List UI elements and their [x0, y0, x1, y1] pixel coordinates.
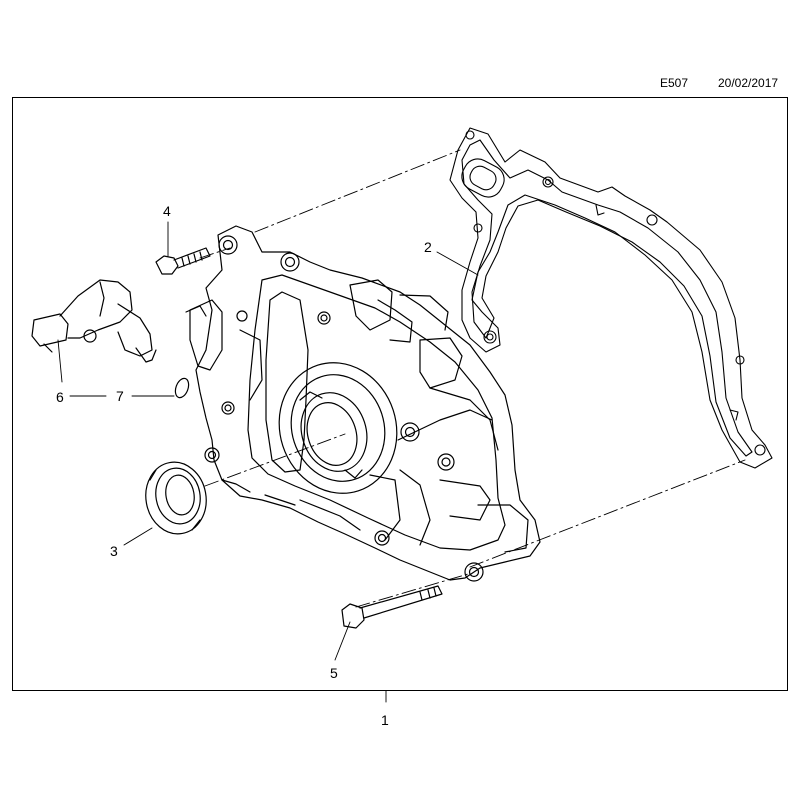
diagram-code: E507 [660, 76, 689, 90]
callout-6: 6 [56, 389, 64, 405]
callout-labels: 1 2 3 4 5 6 7 [56, 203, 432, 728]
bolt-part-5 [341, 585, 443, 629]
crankshaft-seal-part [145, 461, 207, 535]
callout-3: 3 [110, 543, 118, 559]
front-cover-body [185, 225, 541, 582]
bolt-part-4 [155, 247, 211, 275]
solenoid-sensor-part [31, 279, 157, 363]
diagram-date: 20/02/2017 [718, 76, 779, 90]
callout-7: 7 [116, 388, 124, 404]
callout-4: 4 [163, 203, 171, 219]
leader-lines [57, 221, 479, 703]
callout-5: 5 [330, 665, 338, 681]
alignment-lines [199, 149, 746, 608]
callout-2: 2 [424, 239, 432, 255]
diagram-frame [12, 97, 788, 691]
callout-1: 1 [381, 712, 389, 728]
gasket-part [449, 127, 773, 469]
o-ring-part [174, 377, 190, 399]
